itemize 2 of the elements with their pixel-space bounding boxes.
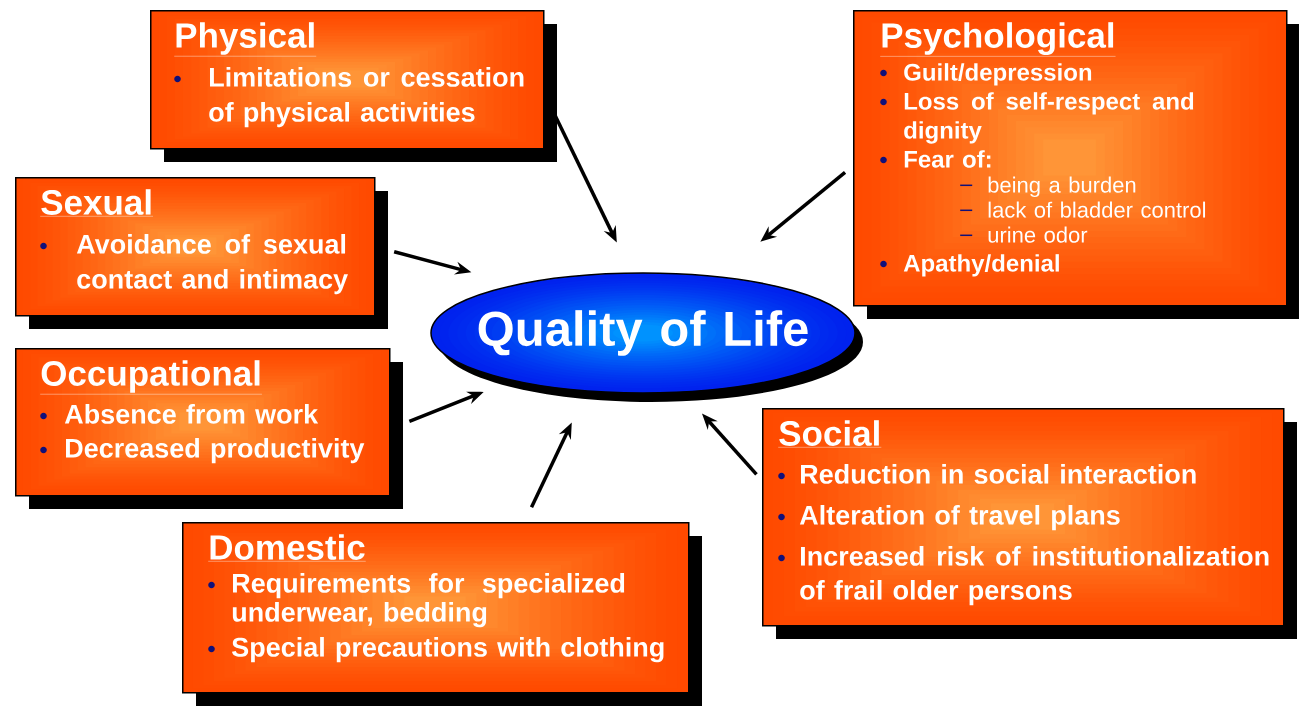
central-ellipse bbox=[430, 272, 863, 402]
ellipse-label: Quality of Life bbox=[478, 310, 808, 356]
